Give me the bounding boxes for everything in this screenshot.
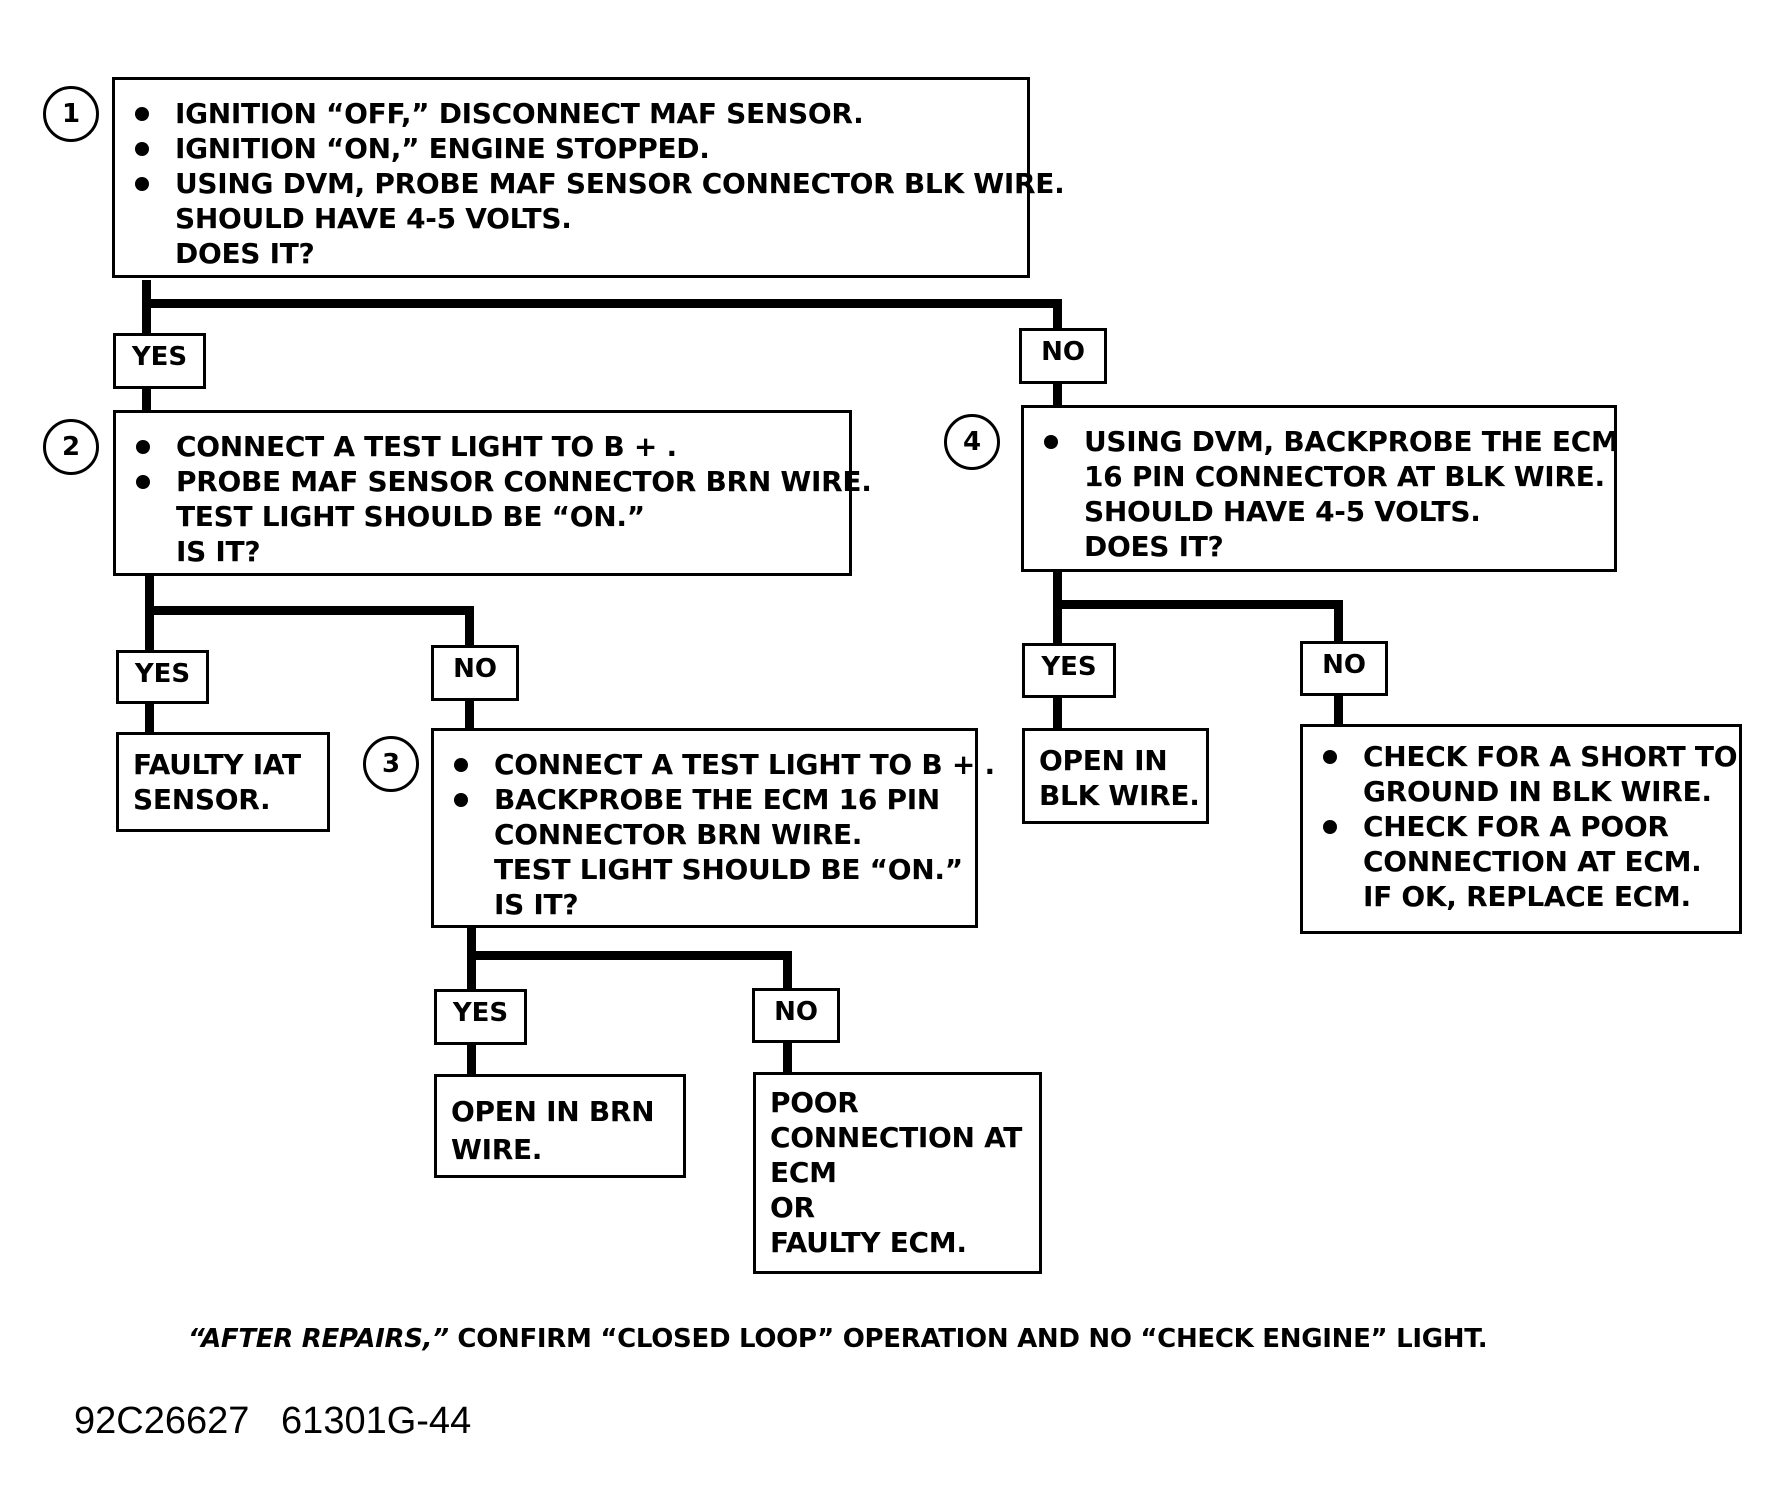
step-4-yes-label: YES <box>1022 643 1116 698</box>
result-bullet: CHECK FOR A POOR <box>1311 809 1729 844</box>
step-4-bullet: USING DVM, BACKPROBE THE ECM <box>1032 424 1619 459</box>
step-3-no-label: NO <box>752 988 840 1043</box>
step-2-yes-label: YES <box>116 650 209 704</box>
connector <box>142 388 151 412</box>
step-4-text: 16 PIN CONNECTOR AT BLK WIRE. <box>1084 460 1605 493</box>
step-number-3: 3 <box>363 736 419 792</box>
result-text: FAULTY IAT <box>133 748 301 781</box>
step-3-yes-label: YES <box>434 989 527 1045</box>
connector <box>467 951 792 960</box>
step-1-bullet: IGNITION “ON,” ENGINE STOPPED. <box>123 131 1017 166</box>
step-3-text: TEST LIGHT SHOULD BE “ON.” <box>494 853 963 886</box>
result-poor-connection-or-faulty-ecm: POOR CONNECTION AT ECM OR FAULTY ECM. <box>753 1072 1042 1274</box>
step-number-2: 2 <box>43 419 99 475</box>
connector <box>467 1043 476 1075</box>
result-check-short-and-connection: CHECK FOR A SHORT TO GROUND IN BLK WIRE.… <box>1300 724 1742 934</box>
result-text: FAULTY ECM. <box>770 1226 967 1259</box>
connector <box>1053 299 1062 329</box>
step-4-no-label: NO <box>1300 641 1388 696</box>
result-text: OR <box>770 1191 815 1224</box>
connector <box>1334 693 1343 728</box>
step-1-bullet: IGNITION “OFF,” DISCONNECT MAF SENSOR. <box>123 96 1017 131</box>
connector <box>145 703 154 733</box>
step-3-box: CONNECT A TEST LIGHT TO B + . BACKPROBE … <box>431 728 995 928</box>
result-text: CONNECTION AT <box>770 1121 1023 1154</box>
after-repairs-note: “AFTER REPAIRS,” CONFIRM “CLOSED LOOP” O… <box>188 1324 1488 1354</box>
step-2-no-label: NO <box>431 645 519 701</box>
result-text: ECM <box>770 1156 837 1189</box>
step-1-bullet: USING DVM, PROBE MAF SENSOR CONNECTOR BL… <box>123 166 1065 201</box>
figure-id: 92C26627 61301G-44 <box>74 1400 472 1442</box>
result-text: CONNECTION AT ECM. <box>1363 845 1702 878</box>
connector <box>465 606 474 646</box>
connector <box>145 606 474 615</box>
result-text: SENSOR. <box>133 783 271 816</box>
after-repairs-lead: “AFTER REPAIRS,” <box>188 1324 449 1354</box>
connector <box>142 299 1062 308</box>
step-4-question: DOES IT? <box>1084 530 1224 563</box>
step-number-4: 4 <box>944 414 1000 470</box>
result-text: OPEN IN BRN <box>451 1095 655 1128</box>
step-3-text: CONNECTOR BRN WIRE. <box>494 818 863 851</box>
step-1-question: DOES IT? <box>175 237 315 270</box>
step-3-bullet: BACKPROBE THE ECM 16 PIN <box>442 782 965 817</box>
result-faulty-iat-sensor: FAULTY IAT SENSOR. <box>116 732 330 832</box>
result-text: OPEN IN <box>1039 744 1168 777</box>
connector <box>1053 383 1062 409</box>
step-2-bullet: PROBE MAF SENSOR CONNECTOR BRN WIRE. <box>124 464 872 499</box>
result-open-in-blk-wire: OPEN IN BLK WIRE. <box>1022 728 1209 824</box>
step-number-1: 1 <box>43 86 99 142</box>
step-2-bullet: CONNECT A TEST LIGHT TO B + . <box>124 429 839 464</box>
step-4-text: SHOULD HAVE 4-5 VOLTS. <box>1084 495 1481 528</box>
step-1-yes-label: YES <box>113 333 206 389</box>
step-3-question: IS IT? <box>494 888 579 921</box>
result-text: WIRE. <box>451 1133 543 1166</box>
step-1-no-label: NO <box>1019 328 1107 384</box>
connector <box>783 1041 792 1073</box>
step-1-text: SHOULD HAVE 4-5 VOLTS. <box>175 202 572 235</box>
connector <box>783 951 792 989</box>
step-2-question: IS IT? <box>176 535 261 568</box>
result-open-in-brn-wire: OPEN IN BRN WIRE. <box>434 1074 686 1178</box>
connector <box>1053 696 1062 730</box>
step-1-box: IGNITION “OFF,” DISCONNECT MAF SENSOR. I… <box>112 77 1065 278</box>
connector <box>1334 600 1343 642</box>
connector <box>1053 600 1343 609</box>
result-text: POOR <box>770 1086 859 1119</box>
step-2-box: CONNECT A TEST LIGHT TO B + . PROBE MAF … <box>113 410 872 576</box>
result-text: IF OK, REPLACE ECM. <box>1363 880 1691 913</box>
step-2-text: TEST LIGHT SHOULD BE “ON.” <box>176 500 645 533</box>
connector <box>465 700 474 730</box>
step-3-bullet: CONNECT A TEST LIGHT TO B + . <box>442 747 995 782</box>
result-text: GROUND IN BLK WIRE. <box>1363 775 1712 808</box>
step-4-box: USING DVM, BACKPROBE THE ECM 16 PIN CONN… <box>1021 405 1619 572</box>
after-repairs-text: CONFIRM “CLOSED LOOP” OPERATION AND NO “… <box>448 1324 1488 1354</box>
result-text: BLK WIRE. <box>1039 779 1200 812</box>
result-bullet: CHECK FOR A SHORT TO <box>1311 739 1738 774</box>
